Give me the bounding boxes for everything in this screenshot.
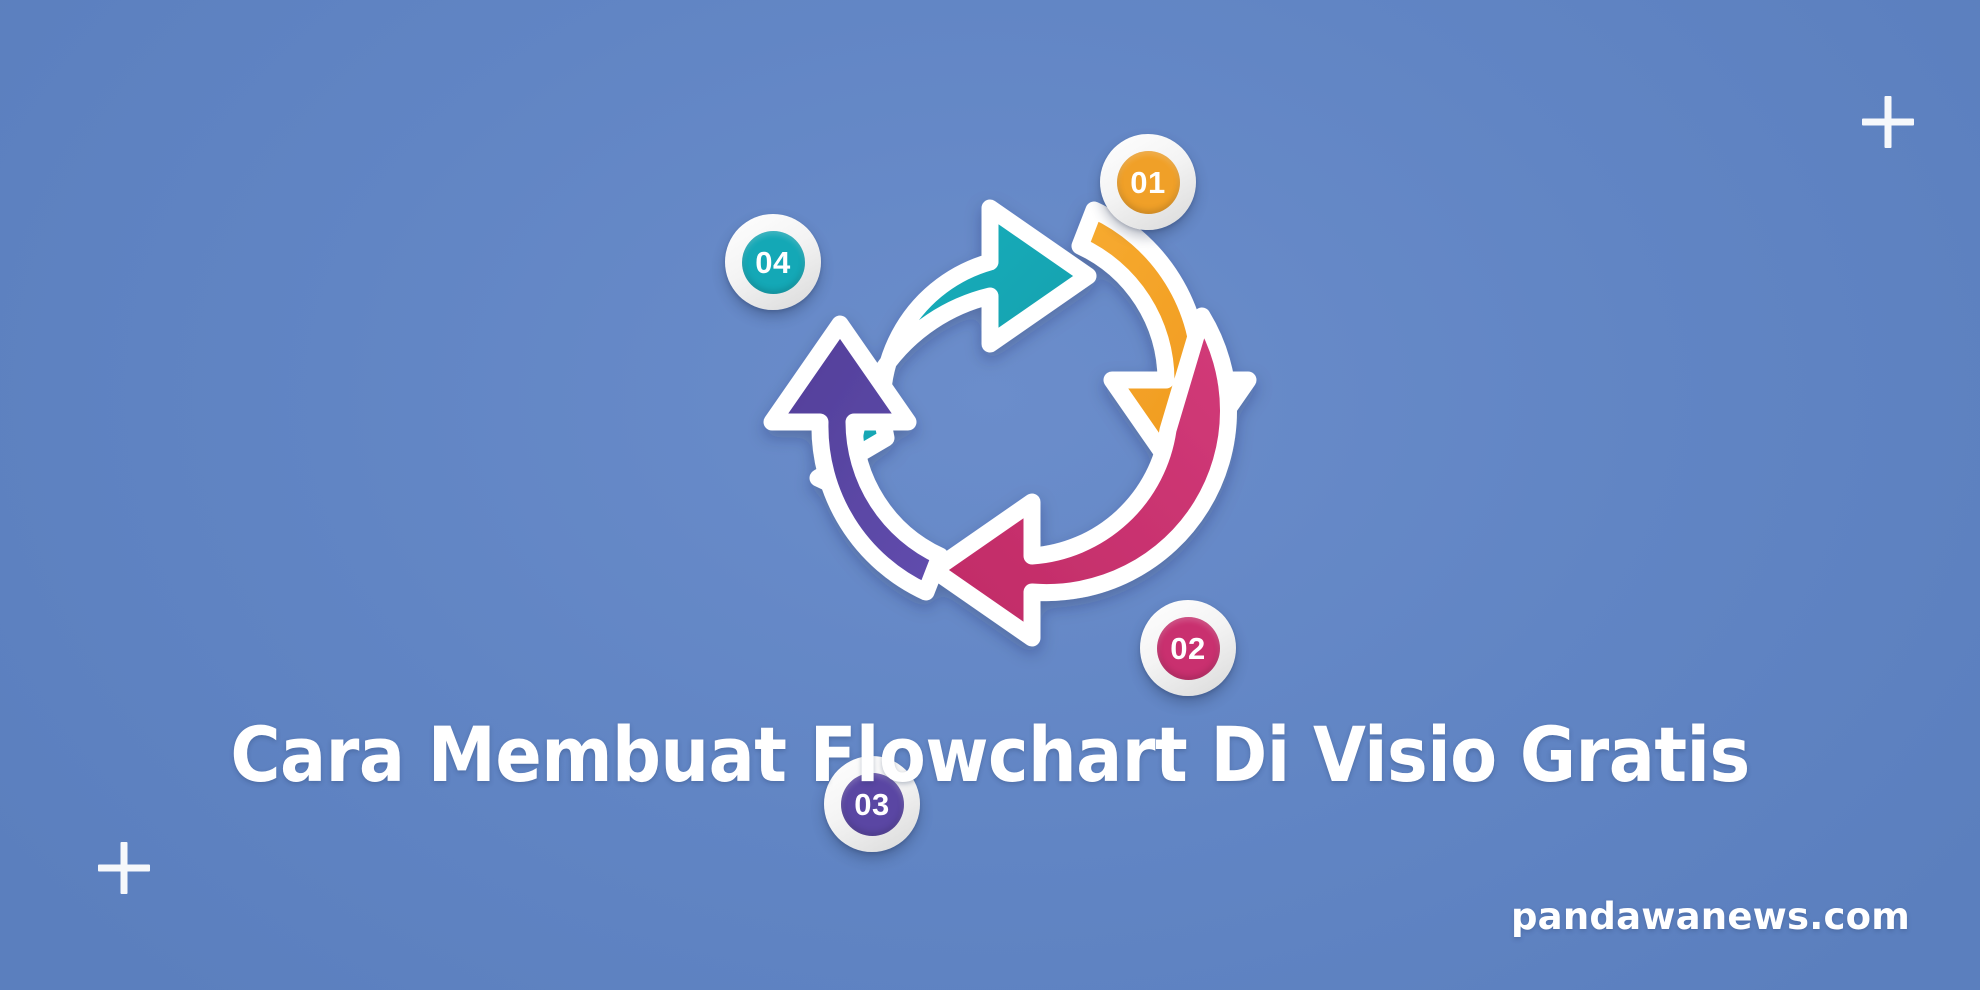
step-badge-02-disc: 02 (1156, 616, 1220, 680)
plus-icon-bottom-left (98, 842, 150, 894)
arrow-segment-02 (925, 307, 1238, 647)
step-badge-01: 01 (1100, 134, 1196, 230)
step-badge-03: 03 (824, 756, 920, 852)
step-badge-01-label: 01 (1130, 164, 1166, 200)
step-badge-03-disc: 03 (840, 772, 904, 836)
plus-icon-bar-vertical (1884, 96, 1892, 148)
step-badge-01-disc: 01 (1116, 150, 1180, 214)
page-title: Cara Membuat Flowchart Di Visio Gratis (230, 710, 1750, 799)
site-watermark: pandawanews.com (1511, 895, 1910, 938)
plus-icon-top-right (1862, 96, 1914, 148)
cyclic-arrow-diagram (690, 80, 1330, 720)
step-badge-04: 04 (725, 214, 821, 310)
step-badge-02-label: 02 (1170, 630, 1206, 666)
step-badge-02: 02 (1140, 600, 1236, 696)
step-badge-04-disc: 04 (741, 230, 805, 294)
step-badge-04-label: 04 (755, 244, 791, 280)
plus-icon-bar-horizontal (98, 864, 150, 872)
arrow-segment-03 (763, 315, 949, 601)
plus-icon-bar-vertical (120, 842, 128, 894)
plus-icon-bar-horizontal (1862, 118, 1914, 126)
step-badge-03-label: 03 (854, 786, 890, 822)
